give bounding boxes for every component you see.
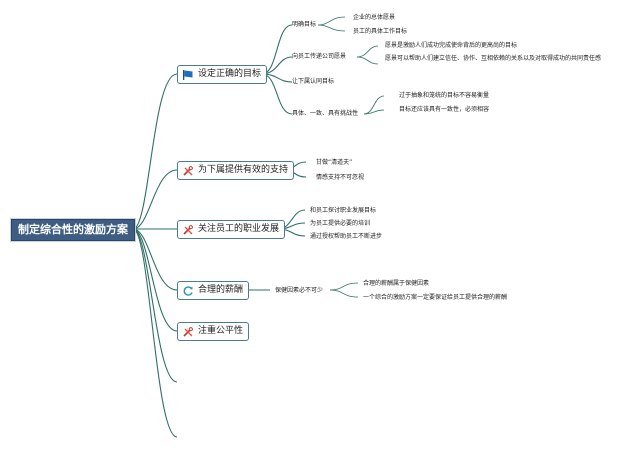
leaf-item[interactable]: 愿景是激励人们成功完成使命背后的更高尚的目标 bbox=[385, 42, 518, 49]
topic-support[interactable]: 为下属提供有效的支持 bbox=[177, 161, 295, 180]
subtopic-item[interactable]: 通过授权帮助员工不断进步 bbox=[310, 233, 383, 240]
root-topic[interactable]: 制定综合性的激励方案 bbox=[11, 219, 135, 241]
subtopic-item[interactable]: 情感支持不可忽视 bbox=[316, 174, 365, 181]
topic-label: 注重公平性 bbox=[198, 326, 244, 336]
tools-icon bbox=[182, 224, 194, 236]
topic-label: 合理的薪酬 bbox=[198, 285, 244, 295]
tools-icon bbox=[182, 165, 194, 177]
subtopic-item[interactable]: 甘做“清道夫” bbox=[316, 159, 353, 166]
topic-label: 为下属提供有效的支持 bbox=[198, 165, 289, 175]
flag-icon bbox=[182, 69, 194, 81]
leaf-item[interactable]: 目标还应该具有一致性，必须相容 bbox=[399, 106, 490, 113]
topic-label: 设定正确的目标 bbox=[198, 69, 262, 79]
leaf-item[interactable]: 一个综合的激励方案一定要保证给员工提供合理的薪酬 bbox=[363, 294, 508, 301]
topic-label: 关注员工的职业发展 bbox=[198, 224, 280, 234]
topic-fairness[interactable]: 注重公平性 bbox=[177, 322, 250, 341]
subtopic-convey-vision[interactable]: 向员工传递公司愿景 bbox=[292, 53, 347, 60]
leaf-item[interactable]: 愿景可以帮助人们建立信任、协作、互相依赖的关系以及对取得成功的共同责任感 bbox=[385, 55, 602, 62]
subtopic-specific-goals[interactable]: 具体、一致、具有挑战性 bbox=[292, 110, 359, 117]
subtopic-item[interactable]: 和员工探讨职业发展目标 bbox=[310, 207, 377, 214]
leaf-item[interactable]: 员工的具体工作目标 bbox=[353, 28, 408, 35]
leaf-item[interactable]: 企业的总体愿景 bbox=[353, 14, 396, 21]
subtopic-clear-goals[interactable]: 明确目标 bbox=[292, 21, 317, 28]
leaf-item[interactable]: 合理的薪酬属于保健因素 bbox=[363, 280, 430, 287]
subtopic-item[interactable]: 为员工提供必要的培训 bbox=[310, 220, 371, 227]
topic-salary[interactable]: 合理的薪酬 bbox=[177, 281, 250, 300]
tools-icon bbox=[182, 326, 194, 338]
subtopic-hygiene[interactable]: 保健因素必不可少 bbox=[275, 287, 324, 294]
topic-set-goals[interactable]: 设定正确的目标 bbox=[177, 65, 268, 84]
leaf-item[interactable]: 过于抽象和笼统的目标不容易衡量 bbox=[399, 92, 490, 99]
subtopic-accept-goals[interactable]: 让下属认同目标 bbox=[292, 78, 335, 85]
topic-career[interactable]: 关注员工的职业发展 bbox=[177, 220, 286, 239]
refresh-icon bbox=[182, 285, 194, 297]
